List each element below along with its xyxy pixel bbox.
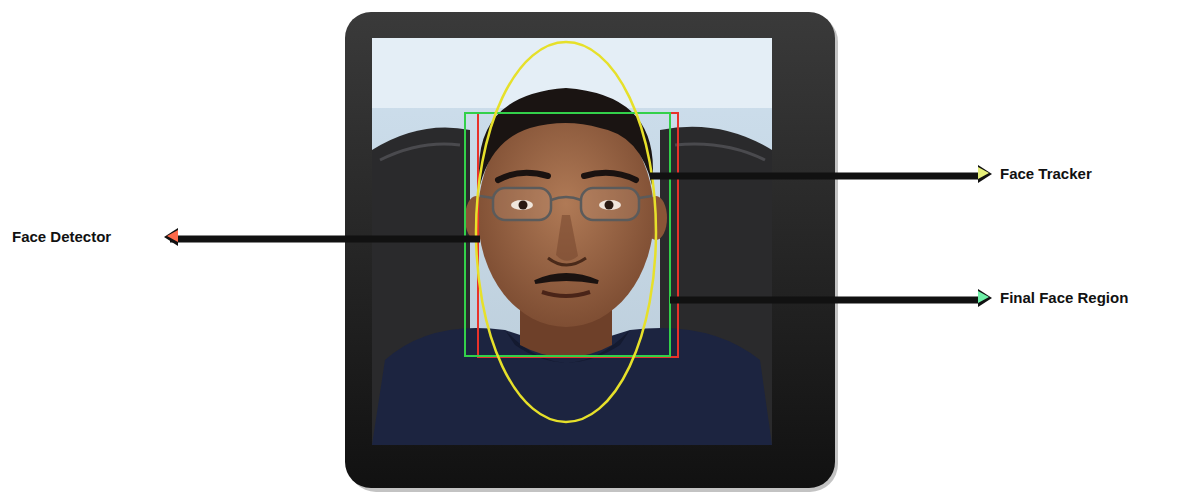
tracker-leader xyxy=(650,165,992,183)
photo-frame xyxy=(345,12,835,488)
callout-label: Face Tracker xyxy=(1000,165,1092,183)
final-region-leader xyxy=(670,289,992,307)
final-region-box xyxy=(465,113,670,356)
tracker-ellipse xyxy=(476,42,656,422)
callout-label: Face Detector xyxy=(12,228,111,246)
callout-label: Final Face Region xyxy=(1000,289,1128,307)
detector-leader xyxy=(164,228,480,246)
frame-shadow xyxy=(348,14,838,492)
